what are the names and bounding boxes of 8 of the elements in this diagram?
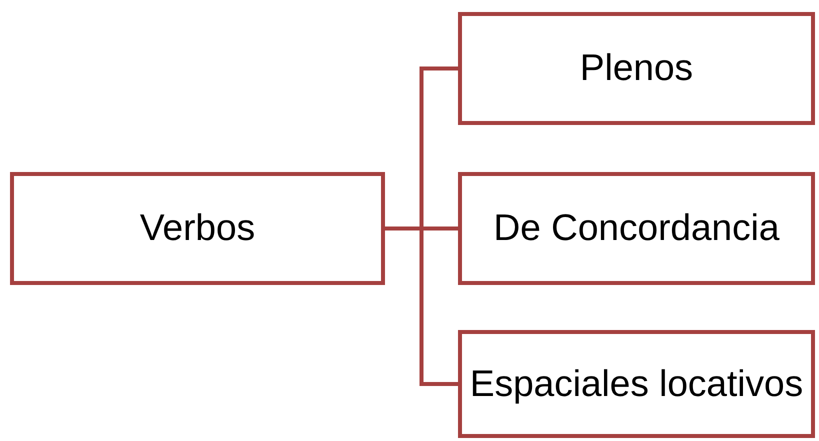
text-box (458, 12, 815, 125)
node-label: De Concordancia (494, 208, 780, 249)
text-box (458, 330, 815, 438)
node-label: Plenos (580, 48, 694, 89)
node-label: Verbos (140, 208, 256, 249)
text-box (10, 172, 385, 285)
text-box (458, 172, 815, 285)
node-label: Espaciales locativos (470, 364, 804, 404)
